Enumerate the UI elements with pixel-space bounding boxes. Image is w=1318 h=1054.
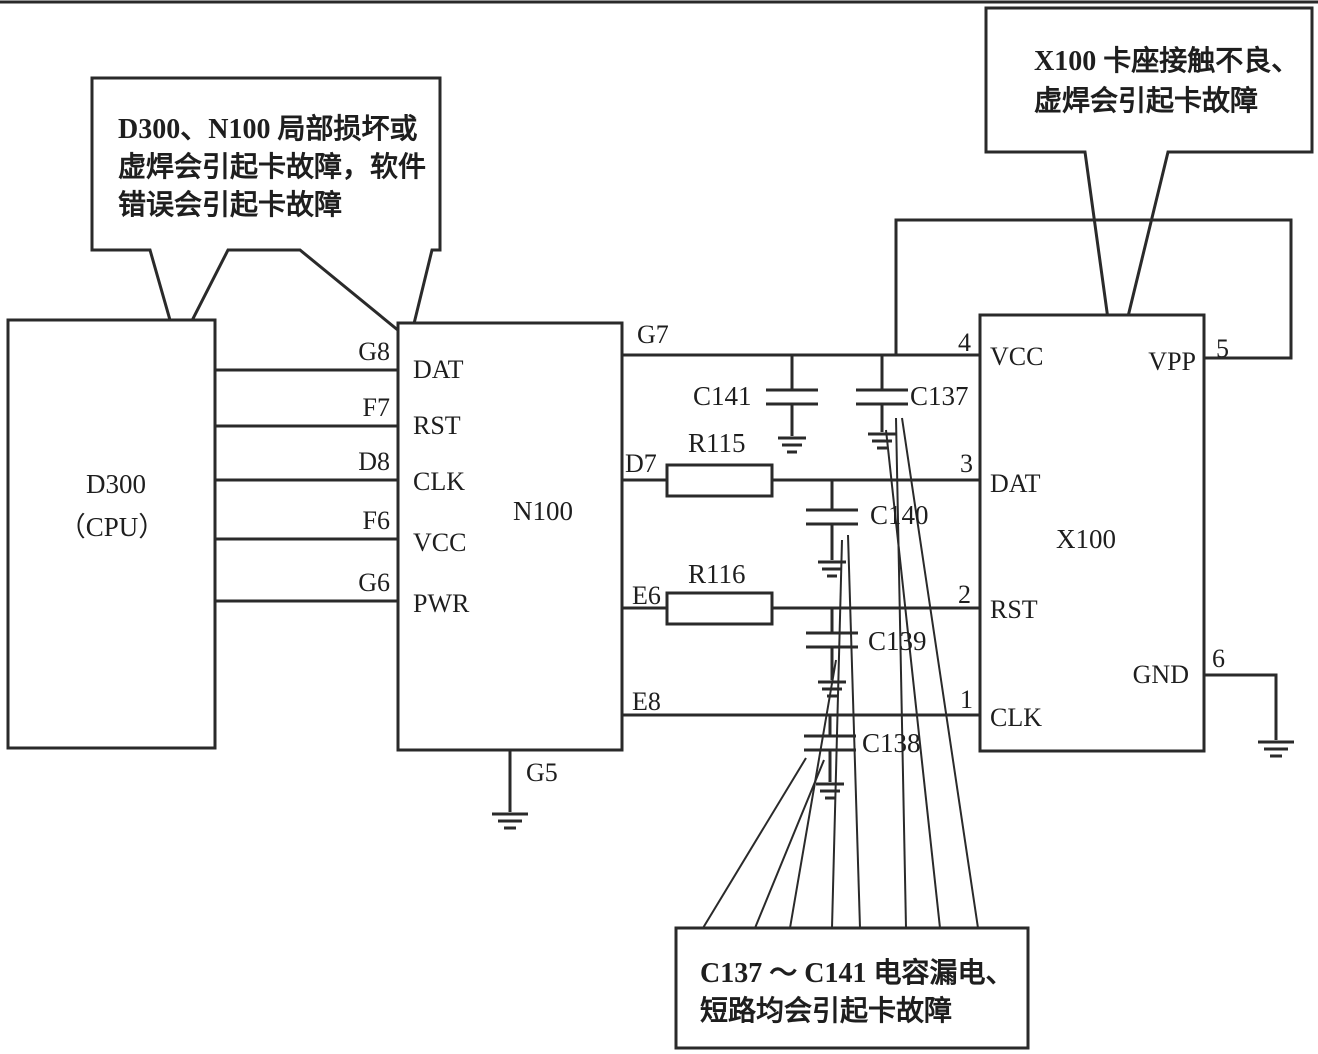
callout-left <box>90 76 442 353</box>
callout-bottom <box>674 926 1030 1050</box>
callout-bottom-pointers <box>702 417 979 929</box>
x100-pin-vpp: VPP <box>1148 347 1196 376</box>
n100-pin-rst: RST <box>413 411 461 440</box>
x100-pinnum-1: 1 <box>960 685 973 714</box>
note-left-line3: 错误会引起卡故障 <box>118 188 342 221</box>
note-bottom-line1: C137 ～ C141 电容漏电、 <box>700 956 1013 989</box>
chip-x100-name: X100 <box>1056 524 1116 554</box>
x100-pinnum-2: 2 <box>958 580 971 609</box>
chip-x100 <box>978 313 1206 753</box>
x100-pinnum-5: 5 <box>1216 334 1229 363</box>
resistor-r115-label: R115 <box>688 428 746 458</box>
d300-pin-f7: F7 <box>363 393 390 422</box>
x100-pinnum-6: 6 <box>1212 644 1225 673</box>
capacitor-c138-label: C138 <box>862 728 921 758</box>
n100-pin-g5: G5 <box>526 758 558 787</box>
n100-pin-vcc: VCC <box>413 528 466 557</box>
capacitor-c137-label: C137 <box>910 381 969 411</box>
capacitor-c139 <box>806 608 858 698</box>
x100-pin-dat: DAT <box>990 469 1041 498</box>
capacitor-c139-label: C139 <box>868 626 927 656</box>
n100-pin-e6: E6 <box>632 581 661 610</box>
capacitor-c137 <box>856 355 908 450</box>
x100-pin-vcc: VCC <box>990 342 1043 371</box>
n100-pin-clk: CLK <box>413 467 465 496</box>
capacitor-c141 <box>766 355 818 454</box>
n100-pin-d7: D7 <box>625 449 657 478</box>
ground-x100-icon <box>1258 740 1294 758</box>
n100-pin-e8: E8 <box>632 687 661 716</box>
capacitor-c140 <box>806 480 858 578</box>
d300-pin-f6: F6 <box>363 506 390 535</box>
d300-pin-d8: D8 <box>358 447 390 476</box>
n100-pin-pwr: PWR <box>413 589 470 618</box>
resistor-r116 <box>665 591 774 626</box>
cpu-bus <box>215 368 398 603</box>
capacitor-c141-label: C141 <box>693 381 752 411</box>
n100-pin-g7: G7 <box>637 320 669 349</box>
note-left-line2: 虚焊会引起卡故障，软件 <box>118 150 426 183</box>
chip-d300-sub: （CPU） <box>59 512 166 542</box>
capacitor-c138 <box>804 715 856 800</box>
callout-right <box>984 6 1314 371</box>
n100-pin-dat: DAT <box>413 355 464 384</box>
d300-pin-g8: G8 <box>358 337 390 366</box>
chip-d300 <box>6 318 217 750</box>
x100-pin-gnd: GND <box>1133 660 1189 689</box>
ground-n100-icon <box>492 812 528 830</box>
note-left-line1: D300、N100 局部损坏或 <box>118 113 417 145</box>
note-right-line2: 虚焊会引起卡故障 <box>1034 84 1258 117</box>
capacitor-c140-label: C140 <box>870 500 929 530</box>
resistor-r116-label: R116 <box>688 559 746 589</box>
chip-n100 <box>396 321 624 752</box>
x100-pinnum-4: 4 <box>958 328 971 357</box>
x100-pinnum-3: 3 <box>960 449 973 478</box>
note-bottom-line2: 短路均会引起卡故障 <box>700 994 952 1027</box>
x100-pin-clk: CLK <box>990 703 1042 732</box>
x100-pin-rst: RST <box>990 595 1038 624</box>
chip-d300-name: D300 <box>86 469 146 499</box>
chip-n100-name: N100 <box>513 496 573 526</box>
d300-pin-g6: G6 <box>358 568 390 597</box>
card-bus <box>622 218 1293 740</box>
resistor-r115 <box>665 463 774 498</box>
note-right-line1: X100 卡座接触不良、 <box>1034 44 1299 77</box>
